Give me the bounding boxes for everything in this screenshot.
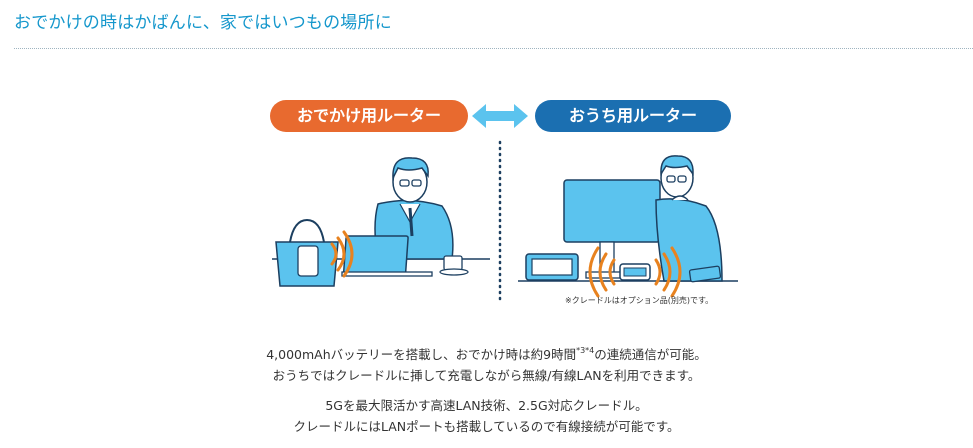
description-line: クレードルにはLANポートも搭載しているので有線接続が可能です。 [293, 419, 680, 434]
illustration-drawing [272, 104, 738, 304]
home-router-label: おうち用ルーター [535, 100, 731, 132]
description-line: 4,000mAhバッテリーを搭載し、おでかけ時は約9時間*3*4の連続通信が可能… [266, 346, 707, 362]
cradle-option-note: ※クレードルはオプション品(別売)です。 [565, 296, 714, 305]
description-paragraph-1: 4,000mAhバッテリーを搭載し、おでかけ時は約9時間*3*4の連続通信が可能… [0, 340, 973, 386]
outing-router-label: おでかけ用ルーター [270, 100, 468, 132]
description-paragraph-2: 5Gを最大限活かす高速LAN技術、2.5G対応クレードル。 クレードルにはLAN… [0, 395, 973, 437]
router-illustration: おでかけ用ルーター おうち用ルーター [260, 96, 740, 312]
footnote-ref: *3*4 [576, 346, 595, 355]
description-line: おうちではクレードルに挿して充電しながら無線/有線LANを利用できます。 [272, 368, 701, 383]
page-title: おでかけの時はかばんに、家ではいつもの場所に [14, 13, 392, 33]
home-scene [518, 155, 738, 298]
description-line: 5Gを最大限活かす高速LAN技術、2.5G対応クレードル。 [325, 398, 648, 413]
divider [14, 48, 973, 49]
double-arrow-icon [472, 104, 528, 128]
outing-scene [272, 157, 490, 287]
